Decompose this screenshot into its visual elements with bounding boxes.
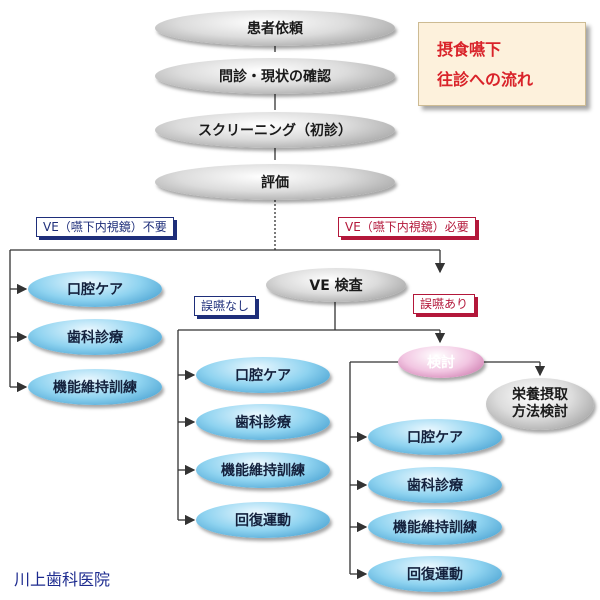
- label-aspiration: 誤嚥あり: [413, 294, 476, 314]
- nutrition-line-1: 栄養摂取: [512, 387, 568, 403]
- step-patient-request: 患者依頼: [155, 10, 395, 46]
- title-box: 摂食嚥下 往診への流れ: [418, 22, 586, 106]
- step-review: 検討: [398, 346, 484, 378]
- left-oral-care: 口腔ケア: [28, 271, 162, 307]
- step-screening: スクリーニング（初診）: [155, 112, 395, 148]
- label-ve-needed: VE（嚥下内視鏡）必要: [338, 217, 476, 237]
- right-oral-care: 口腔ケア: [368, 419, 502, 455]
- nutrition-line-2: 方法検討: [512, 404, 568, 420]
- title-line-1: 摂食嚥下: [437, 40, 502, 59]
- clinic-name: 川上歯科医院: [14, 570, 111, 589]
- mid-function-training: 機能維持訓練: [196, 452, 330, 488]
- mid-recovery-exercise: 回復運動: [196, 502, 330, 538]
- label-no-aspiration: 誤嚥なし: [194, 296, 257, 316]
- right-recovery-exercise: 回復運動: [368, 556, 502, 592]
- left-dental-treatment: 歯科診療: [28, 319, 162, 355]
- left-function-training: 機能維持訓練: [28, 369, 162, 405]
- step-interview: 問診・現状の確認: [155, 58, 395, 94]
- label-ve-not-needed: VE（嚥下内視鏡）不要: [36, 217, 174, 237]
- step-nutrition-method: 栄養摂取 方法検討: [486, 378, 594, 430]
- right-dental-treatment: 歯科診療: [368, 467, 502, 503]
- right-function-training: 機能維持訓練: [368, 509, 502, 545]
- mid-oral-care: 口腔ケア: [196, 357, 330, 393]
- step-ve-exam: VE 検査: [266, 268, 406, 302]
- title-line-2: 往診への流れ: [437, 70, 534, 89]
- mid-dental-treatment: 歯科診療: [196, 404, 330, 440]
- step-evaluation: 評価: [155, 164, 395, 200]
